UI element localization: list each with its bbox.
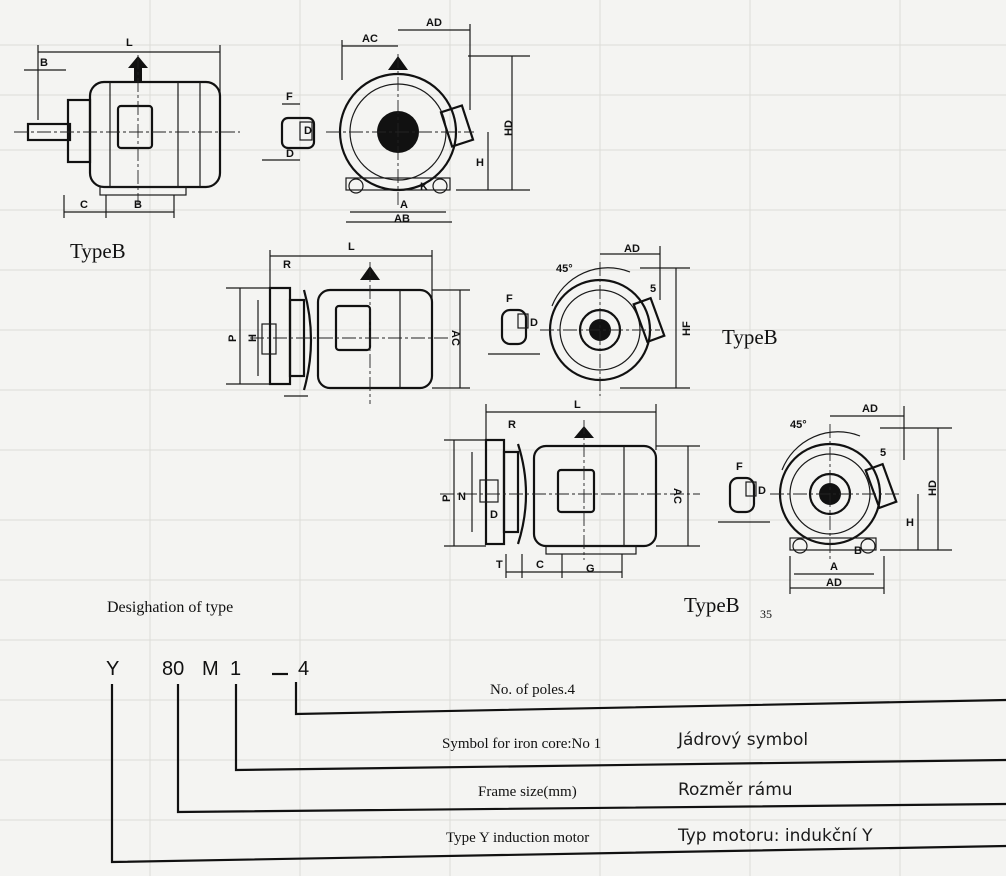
dim-label-d-1: D bbox=[286, 148, 294, 160]
shaft-key-detail-1: F D D bbox=[262, 91, 316, 161]
dim-label-ac-1: AC bbox=[362, 33, 378, 45]
dim-label-ab-1: AB bbox=[394, 213, 410, 225]
dim-label-d-2: D bbox=[304, 125, 312, 137]
angle-label-1: 45° bbox=[556, 263, 573, 275]
row-frame-size-cz: Rozměr rámu bbox=[678, 780, 793, 800]
dim-label-ad-1: AD bbox=[426, 17, 442, 29]
designation-leader-lines bbox=[110, 672, 1006, 864]
five-label-2: 5 bbox=[880, 447, 886, 459]
dim-label-f-3: F bbox=[736, 461, 743, 473]
angle-label-2: 45° bbox=[790, 419, 807, 431]
front-view-type-b35: AD 45° 5 HD H B A AD bbox=[770, 403, 952, 594]
row-iron-core-cz: Jádrový symbol bbox=[678, 730, 809, 750]
dim-label-a-3: A bbox=[830, 561, 838, 573]
front-view-type-b: AC AD HD H A AB K bbox=[326, 17, 530, 225]
designation-heading: Desighation of type bbox=[107, 599, 234, 616]
code-letter-y: Y bbox=[106, 658, 120, 680]
five-label-1: 5 bbox=[650, 283, 656, 295]
shaft-key-detail-2: F D bbox=[488, 293, 540, 355]
dim-label-ad-2: AD bbox=[624, 243, 640, 255]
dim-label-d-3: D bbox=[530, 317, 538, 329]
code-frame-length: M bbox=[202, 658, 219, 680]
dim-label-b-top: B bbox=[40, 57, 48, 69]
row-iron-core-en: Symbol for iron core:No 1 bbox=[442, 736, 602, 752]
dim-label-c-3: C bbox=[536, 559, 544, 571]
type-label-middle: TypeB bbox=[722, 325, 778, 349]
dim-label-l-2: L bbox=[348, 241, 355, 253]
side-view-type-b35: L R P N D AC T C G bbox=[440, 399, 700, 578]
row-induction-cz: Typ motoru: indukční Y bbox=[678, 826, 873, 846]
dim-label-ac-3: AC bbox=[671, 488, 683, 504]
row-poles-en: No. of poles.4 bbox=[490, 682, 575, 698]
dim-label-h-3: H bbox=[906, 517, 914, 529]
dim-label-l: L bbox=[126, 37, 133, 49]
row-frame-size-en: Frame size(mm) bbox=[478, 784, 577, 800]
type-label-top-left: TypeB bbox=[70, 239, 126, 263]
side-view-type-b: L B C B bbox=[14, 37, 240, 218]
type-label-b35: TypeB bbox=[684, 593, 740, 617]
side-view-flange: L R P H AC bbox=[226, 241, 470, 404]
shaft-key-detail-3: F D bbox=[718, 461, 770, 523]
dim-label-f-2: F bbox=[506, 293, 513, 305]
dim-label-p-1: P bbox=[227, 335, 239, 342]
dim-label-p-2: P bbox=[441, 495, 453, 502]
dim-label-r-2: R bbox=[508, 419, 516, 431]
row-induction-en: Type Y induction motor bbox=[446, 830, 590, 846]
code-iron-core: 1 bbox=[230, 658, 242, 680]
dim-label-ad-3: AD bbox=[862, 403, 878, 415]
dim-label-h-1: H bbox=[476, 157, 484, 169]
dim-label-hf: HF bbox=[681, 321, 693, 336]
dim-label-r-1: R bbox=[283, 259, 291, 271]
dim-label-d-4: D bbox=[490, 509, 498, 521]
dim-label-k: K bbox=[420, 181, 428, 193]
dim-label-n: N bbox=[458, 491, 466, 503]
type-label-b35-subscript: 35 bbox=[760, 607, 772, 621]
dim-label-l-3: L bbox=[574, 399, 581, 411]
front-view-flange: AD 45° 5 HF bbox=[540, 243, 693, 396]
dim-label-g: G bbox=[586, 563, 595, 575]
dim-label-ac-2: AC bbox=[449, 330, 461, 346]
dim-label-c-top: C bbox=[80, 199, 88, 211]
dim-label-ad-4: AD bbox=[826, 577, 842, 589]
code-poles: 4 bbox=[298, 658, 310, 680]
dim-label-a-1: A bbox=[400, 199, 408, 211]
dim-label-t: T bbox=[496, 559, 503, 571]
dim-label-b-bottom: B bbox=[134, 199, 142, 211]
code-frame-size: 80 bbox=[162, 658, 185, 680]
dim-label-f: F bbox=[286, 91, 293, 103]
dim-label-hd-1: HD bbox=[503, 120, 515, 136]
dim-label-b-3: B bbox=[854, 545, 862, 557]
dim-label-hd-3: HD bbox=[927, 480, 939, 496]
dim-label-n-h: H bbox=[247, 334, 259, 342]
dim-label-d-5: D bbox=[758, 485, 766, 497]
